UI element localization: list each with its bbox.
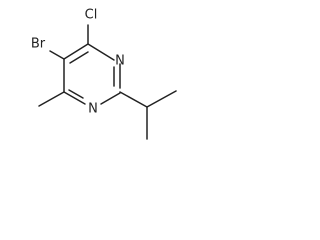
bond-c5-c4-inner bbox=[69, 51, 89, 64]
substituent-bonds bbox=[38, 24, 177, 140]
ring-bonds bbox=[63, 43, 121, 105]
atom-label-n-top: N bbox=[115, 54, 125, 69]
atom-labels: Cl Br N N bbox=[31, 8, 125, 117]
structure-diagram: Cl Br N N bbox=[31, 8, 177, 140]
bond-ch-ch3-a bbox=[146, 90, 177, 108]
atom-label-br: Br bbox=[31, 37, 46, 52]
bond-n1-c6-inner bbox=[68, 89, 84, 99]
bond-c2-ch bbox=[119, 91, 148, 108]
bond-c5-c4 bbox=[63, 43, 89, 60]
bond-c5-br bbox=[49, 50, 65, 60]
bond-n1-c6 bbox=[63, 91, 86, 105]
atom-label-cl: Cl bbox=[85, 8, 98, 23]
atom-label-n-bottom: N bbox=[88, 102, 98, 117]
bond-c6-methyl bbox=[38, 91, 65, 107]
bond-c2-n1 bbox=[100, 92, 121, 105]
bond-c4-n3 bbox=[87, 43, 115, 61]
